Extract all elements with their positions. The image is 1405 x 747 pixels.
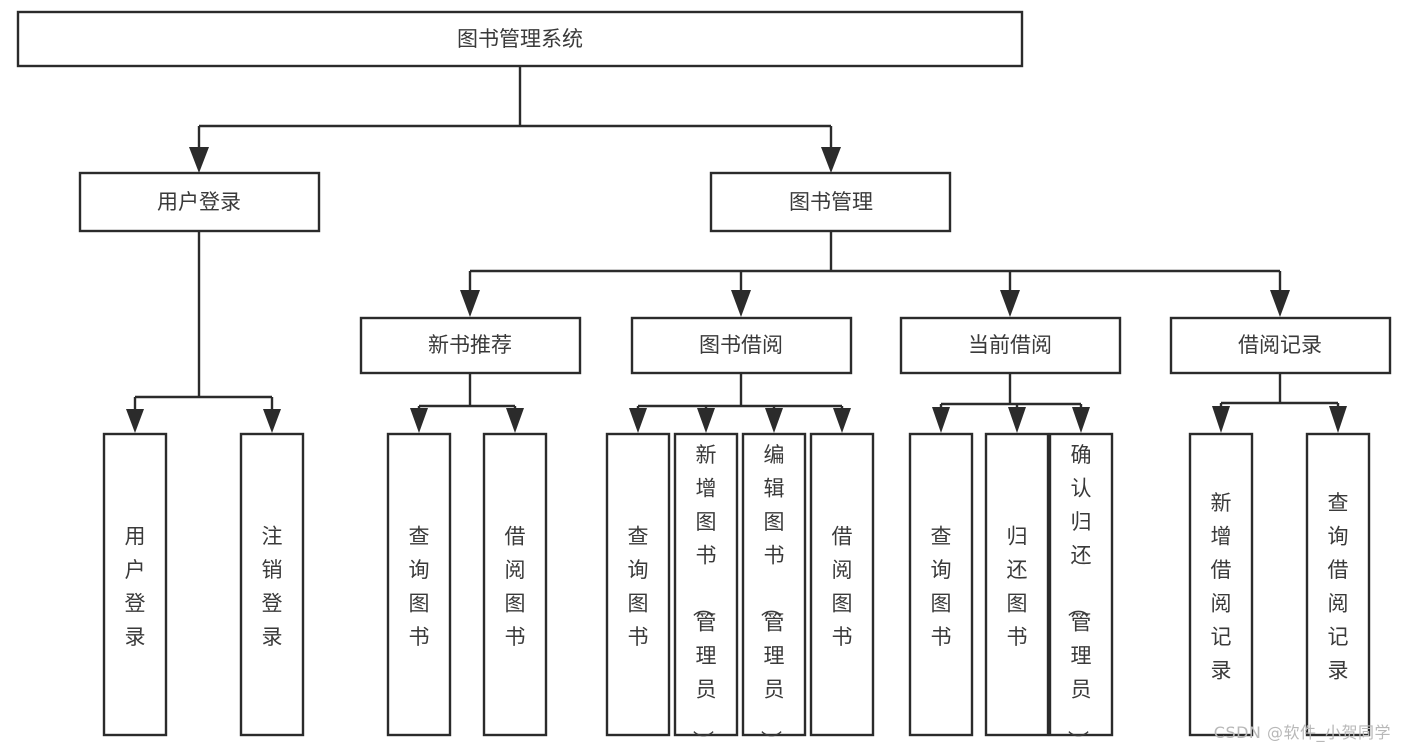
leaf-query-book-rec-box[interactable] <box>386 432 452 737</box>
node-root-box[interactable] <box>16 10 1024 68</box>
arrowhead-leaf-borrow-book-rec <box>506 408 524 433</box>
leaf-logout-login-label: 注销登录 <box>262 525 283 650</box>
leaf-query-book-cur-box[interactable] <box>908 432 974 737</box>
leaf-query-book-borrow-label: 查询图书 <box>628 525 649 650</box>
node-current-borrow-box[interactable] <box>899 316 1122 375</box>
leaf-add-record-box[interactable] <box>1188 432 1254 737</box>
leaf-query-record-label: 查询借阅记录 <box>1328 491 1349 683</box>
leaf-query-record[interactable]: 查询借阅记录 <box>1305 432 1371 737</box>
node-new-book-recommend-box[interactable] <box>359 316 582 375</box>
leaf-edit-book[interactable]: 编辑图书（管理员） <box>741 432 807 747</box>
arrowhead-leaf-query-record <box>1329 406 1347 433</box>
leaf-borrow-book-label: 借阅图书 <box>832 525 853 650</box>
leaf-add-book-label: 新增图书（管理员） <box>691 443 717 747</box>
arrowhead-leaf-return-book <box>1008 407 1026 433</box>
leaf-query-book-cur-label: 查询图书 <box>931 525 952 650</box>
arrowhead-borrow-record <box>1270 290 1290 317</box>
arrowhead-current-borrow <box>1000 290 1020 317</box>
node-new-book-recommend[interactable]: 新书推荐 <box>359 316 582 375</box>
arrowhead-leaf-borrow-book <box>833 408 851 433</box>
leaf-query-book-cur[interactable]: 查询图书 <box>908 432 974 737</box>
node-book-manage[interactable]: 图书管理 <box>709 171 952 233</box>
leaf-return-book-box[interactable] <box>984 432 1050 737</box>
arrowhead-leaf-edit-book <box>765 408 783 433</box>
leaf-borrow-book[interactable]: 借阅图书 <box>809 432 875 737</box>
arrowhead-leaf-add-record <box>1212 406 1230 433</box>
node-new-book-recommend-label: 新书推荐 <box>428 333 512 357</box>
leaf-user-login-box[interactable] <box>102 432 168 737</box>
node-user-login-box[interactable] <box>78 171 321 233</box>
leaf-borrow-book-box[interactable] <box>809 432 875 737</box>
arrowhead-leaf-add-book <box>697 408 715 433</box>
leaf-confirm-return-box[interactable] <box>1048 432 1114 737</box>
connector-layer <box>126 66 1347 433</box>
arrowhead-user-login <box>189 147 209 173</box>
node-book-borrow-label: 图书借阅 <box>699 333 783 357</box>
node-borrow-record[interactable]: 借阅记录 <box>1169 316 1392 375</box>
arrowhead-leaf-logout-login <box>263 409 281 433</box>
node-current-borrow-label: 当前借阅 <box>968 333 1052 357</box>
leaf-borrow-book-rec-box[interactable] <box>482 432 548 737</box>
node-book-borrow[interactable]: 图书借阅 <box>630 316 853 375</box>
arrowhead-book-manage <box>821 147 841 173</box>
leaf-add-book[interactable]: 新增图书（管理员） <box>673 432 739 747</box>
leaf-add-record-label: 新增借阅记录 <box>1211 491 1232 683</box>
node-borrow-record-box[interactable] <box>1169 316 1392 375</box>
arrowhead-new-book-rec <box>460 290 480 317</box>
node-user-login-label: 用户登录 <box>157 190 241 214</box>
leaf-node-layer: 用户登录 注销登录 查询图书 借阅图书 查询图书 新增图书（管理员） 编辑图书（管理员） 借阅… <box>102 432 1371 747</box>
node-book-borrow-box[interactable] <box>630 316 853 375</box>
leaf-user-login[interactable]: 用户登录 <box>102 432 168 737</box>
arrowhead-leaf-user-login <box>126 409 144 433</box>
leaf-return-book-label: 归还图书 <box>1007 525 1028 650</box>
leaf-user-login-label: 用户登录 <box>125 525 146 650</box>
node-book-manage-label: 图书管理 <box>789 190 873 214</box>
arrowhead-leaf-query-book-rec <box>410 408 428 433</box>
leaf-edit-book-box[interactable] <box>741 432 807 737</box>
leaf-query-record-box[interactable] <box>1305 432 1371 737</box>
leaf-query-book-borrow[interactable]: 查询图书 <box>605 432 671 737</box>
arrowhead-leaf-query-book-cur <box>932 407 950 433</box>
node-borrow-record-label: 借阅记录 <box>1238 333 1322 357</box>
node-book-manage-box[interactable] <box>709 171 952 233</box>
leaf-edit-book-label: 编辑图书（管理员） <box>759 443 785 747</box>
leaf-add-book-box[interactable] <box>673 432 739 737</box>
leaf-borrow-book-rec-label: 借阅图书 <box>505 525 526 650</box>
csdn-watermark: CSDN @软件_小贺同学 <box>1213 723 1391 742</box>
node-user-login[interactable]: 用户登录 <box>78 171 321 233</box>
leaf-return-book[interactable]: 归还图书 <box>984 432 1050 737</box>
leaf-query-book-rec-label: 查询图书 <box>409 525 430 650</box>
leaf-logout-login-box[interactable] <box>239 432 305 737</box>
leaf-query-book-rec[interactable]: 查询图书 <box>386 432 452 737</box>
leaf-borrow-book-rec[interactable]: 借阅图书 <box>482 432 548 737</box>
arrowhead-book-borrow <box>731 290 751 317</box>
node-current-borrow[interactable]: 当前借阅 <box>899 316 1122 375</box>
leaf-confirm-return[interactable]: 确认归还（管理员） <box>1048 432 1114 747</box>
leaf-confirm-return-label: 确认归还（管理员） <box>1066 443 1092 747</box>
arrowhead-leaf-confirm-return <box>1072 407 1090 433</box>
arrowhead-leaf-query-book-borrow <box>629 408 647 433</box>
node-root-label: 图书管理系统 <box>457 27 583 51</box>
leaf-logout-login[interactable]: 注销登录 <box>239 432 305 737</box>
node-root[interactable]: 图书管理系统 <box>16 10 1024 68</box>
leaf-query-book-borrow-box[interactable] <box>605 432 671 737</box>
leaf-add-record[interactable]: 新增借阅记录 <box>1188 432 1254 737</box>
